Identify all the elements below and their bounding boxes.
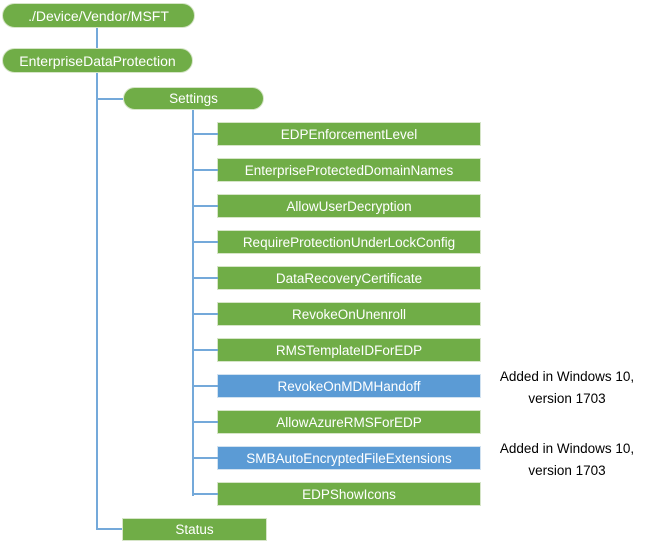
tree-node-smbautoencryptedfileextensions: SMBAutoEncryptedFileExtensions bbox=[192, 446, 481, 470]
tree-node-status: Status bbox=[122, 518, 267, 541]
tree-node-revokeonunenroll: RevokeOnUnenroll bbox=[192, 302, 481, 326]
connector-line bbox=[192, 492, 218, 495]
tree-node-enterprisedataprotection: EnterpriseDataProtection bbox=[2, 48, 193, 73]
connector-line bbox=[192, 348, 218, 351]
connector-line bbox=[96, 72, 98, 530]
connector-line bbox=[192, 109, 194, 496]
connector-line bbox=[192, 132, 218, 135]
connector-line bbox=[192, 204, 218, 207]
connector-line bbox=[192, 168, 218, 171]
connector-line bbox=[192, 420, 218, 423]
settings-children: EDPEnforcementLevel EnterpriseProtectedD… bbox=[192, 122, 481, 506]
tree-node-allowuserdecryption: AllowUserDecryption bbox=[192, 194, 481, 218]
tree-node-root: ./Device/Vendor/MSFT bbox=[2, 3, 195, 28]
tree-node-enterpriseprotecteddomainnames: EnterpriseProtectedDomainNames bbox=[192, 158, 481, 182]
connector-line bbox=[96, 27, 98, 48]
tree-node-edpenforcementlevel: EDPEnforcementLevel bbox=[192, 122, 481, 146]
annotation-revokeonmdmhandoff: Added in Windows 10, version 1703 bbox=[499, 369, 635, 406]
tree-node-requireprotectionunderlockconfig: RequireProtectionUnderLockConfig bbox=[192, 230, 481, 254]
connector-line bbox=[96, 528, 122, 530]
tree-node-settings: Settings bbox=[123, 87, 264, 110]
connector-line bbox=[192, 276, 218, 279]
tree-node-edpshowicons: EDPShowIcons bbox=[192, 482, 481, 506]
connector-line bbox=[192, 312, 218, 315]
annotation-smbautoencryptedfileextensions: Added in Windows 10, version 1703 bbox=[499, 441, 635, 478]
connector-line bbox=[192, 240, 218, 243]
connector-line bbox=[192, 384, 218, 387]
tree-node-revokeonmdmhandoff: RevokeOnMDMHandoff bbox=[192, 374, 481, 398]
tree-node-datarecoverycertificate: DataRecoveryCertificate bbox=[192, 266, 481, 290]
connector-line bbox=[192, 456, 218, 459]
tree-node-allowazurermsforedp: AllowAzureRMSForEDP bbox=[192, 410, 481, 434]
connector-line bbox=[96, 98, 123, 100]
tree-node-rmstemplateidforedp: RMSTemplateIDForEDP bbox=[192, 338, 481, 362]
